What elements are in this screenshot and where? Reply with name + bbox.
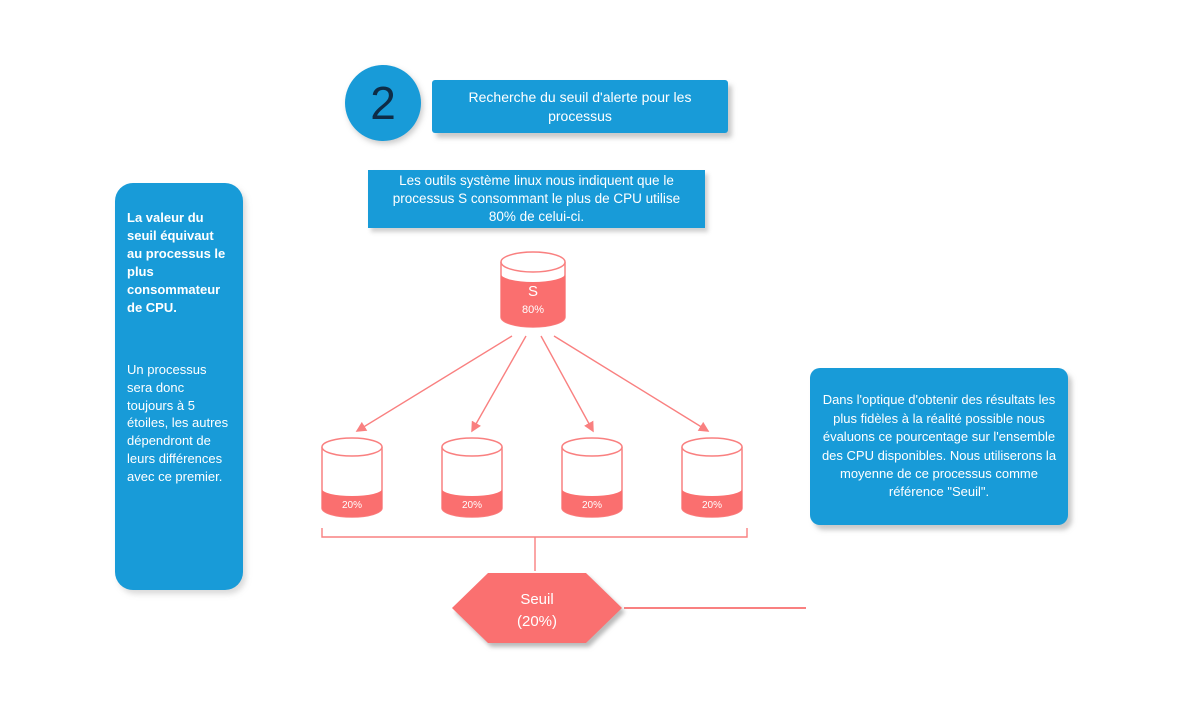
- process-label: S: [528, 283, 538, 300]
- seuil-hexagon: Seuil (20%): [452, 573, 622, 643]
- cpu-cylinder: 20%: [441, 437, 503, 518]
- arrow-to-cpu-1: [355, 335, 513, 432]
- cpu-cylinder: 20%: [321, 437, 383, 518]
- left-note-bold-text: La valeur du seuil équivaut au processus…: [127, 210, 226, 315]
- arrow-to-cpu-2: [471, 335, 527, 433]
- star-icon: [1091, 618, 1178, 718]
- top-note-text: Les outils système linux nous indiquent …: [392, 172, 681, 225]
- arrows: [355, 335, 710, 433]
- process-value: 80%: [522, 304, 544, 316]
- step-title-box: Recherche du seuil d'alerte pour les pro…: [432, 80, 728, 133]
- cpu-value: 20%: [582, 500, 602, 511]
- step-number-badge: 2: [345, 65, 421, 141]
- right-note-text: Dans l'optique d'obtenir des résultats l…: [821, 392, 1057, 500]
- star-icon: [1145, 618, 1178, 718]
- cpu-value: 20%: [702, 500, 722, 511]
- arrow-to-cpu-4: [553, 335, 710, 432]
- cpu-cylinder: 20%: [561, 437, 623, 518]
- step-number: 2: [370, 77, 396, 129]
- arrow-to-cpu-3: [540, 335, 594, 433]
- top-note-box: Les outils système linux nous indiquent …: [368, 170, 705, 228]
- seuil-value: (20%): [517, 613, 557, 630]
- cpu-value: 20%: [462, 500, 482, 511]
- right-note-box: Dans l'optique d'obtenir des résultats l…: [810, 368, 1068, 525]
- rating-stars: [1091, 618, 1178, 718]
- cpu-cylinder: 20%: [681, 437, 743, 518]
- group-bracket: [321, 528, 748, 571]
- left-note-box: La valeur du seuil équivaut au processus…: [115, 183, 243, 590]
- left-note-body-text: Un processus sera donc toujours à 5 étoi…: [127, 361, 229, 485]
- process-cylinder: S 80%: [500, 251, 566, 328]
- cpu-value: 20%: [342, 500, 362, 511]
- step-title: Recherche du seuil d'alerte pour les pro…: [468, 88, 692, 124]
- seuil-label: Seuil: [520, 591, 553, 608]
